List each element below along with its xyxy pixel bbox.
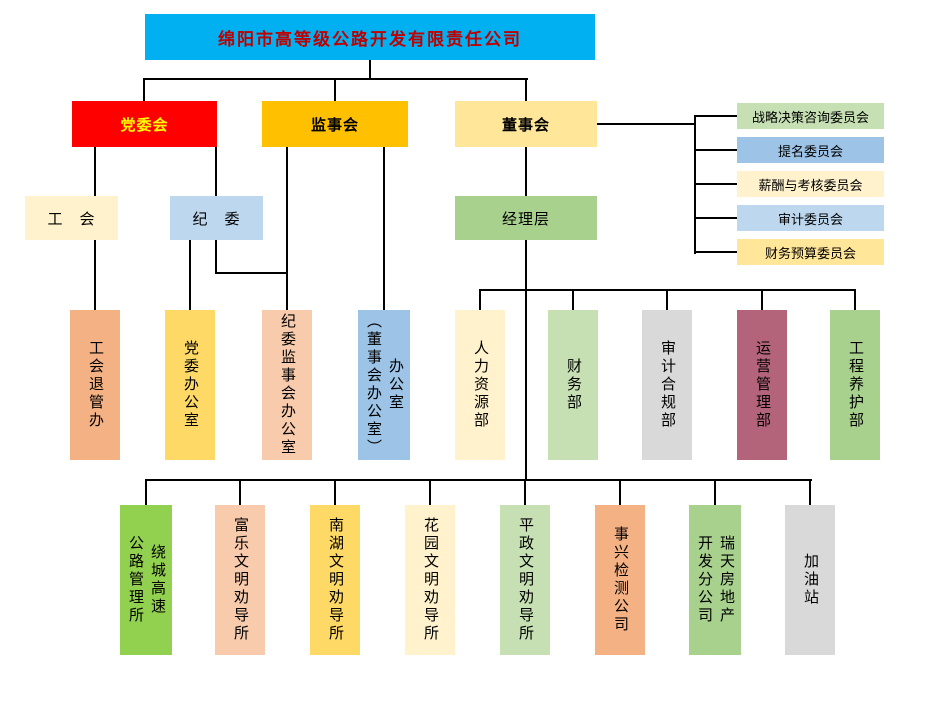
node-label: 加油站 — [802, 553, 819, 607]
connector — [694, 115, 737, 117]
connector — [761, 289, 763, 310]
node-label: 平政文明劝导所 — [517, 517, 534, 643]
connector — [854, 289, 856, 310]
connector — [694, 149, 737, 151]
connector — [94, 240, 96, 310]
node-label: 南湖文明劝导所 — [327, 517, 344, 643]
connector — [694, 251, 737, 253]
connector — [334, 479, 336, 505]
node-ring-expressway-office: 绕城高速 公路管理所 — [120, 505, 172, 655]
connector — [525, 147, 527, 196]
node-label: 花园文明劝导所 — [422, 517, 439, 643]
connector — [597, 123, 696, 125]
node-audit-compliance-department: 审计合规部 — [642, 310, 692, 460]
connector — [479, 289, 481, 310]
connector — [572, 289, 574, 310]
node-label: 工会退管办 — [87, 340, 104, 430]
node-budget-committee: 财务预算委员会 — [737, 239, 884, 265]
node-label: 纪委监事会办公室 — [279, 313, 296, 457]
connector — [694, 217, 737, 219]
node-label: 财务部 — [565, 358, 582, 412]
node-union-retiree-office: 工会退管办 — [70, 310, 120, 460]
connector — [429, 479, 431, 505]
node-label: 瑞天房地产 开发分公司 — [696, 535, 735, 625]
node-label: 运营管理部 — [754, 340, 771, 430]
node-party-committee: 党委会 — [72, 101, 217, 147]
connector — [94, 147, 96, 196]
node-gas-station: 加油站 — [785, 505, 835, 655]
node-engineering-maintenance-department: 工程养护部 — [830, 310, 880, 460]
connector — [383, 147, 385, 310]
connector — [143, 78, 145, 102]
node-discipline-supervisory-office: 纪委监事会办公室 — [262, 310, 312, 460]
node-labor-union: 工 会 — [25, 196, 118, 240]
node-label: 审计合规部 — [659, 340, 676, 430]
node-pingzheng-station: 平政文明劝导所 — [500, 505, 550, 655]
connector — [666, 289, 668, 310]
connector — [239, 479, 241, 505]
connector — [215, 240, 217, 274]
node-supervisory-board: 监事会 — [262, 101, 408, 147]
connector — [619, 479, 621, 505]
node-huayuan-station: 花园文明劝导所 — [405, 505, 455, 655]
node-fule-station: 富乐文明劝导所 — [215, 505, 265, 655]
node-general-office: 办公室 （董事会办公室） — [358, 310, 410, 460]
node-label: 人力资源部 — [472, 340, 489, 430]
node-board-of-directors: 董事会 — [455, 101, 597, 147]
node-operations-department: 运营管理部 — [737, 310, 787, 460]
node-audit-committee: 审计委员会 — [737, 205, 884, 231]
node-nanhu-station: 南湖文明劝导所 — [310, 505, 360, 655]
node-party-office: 党委办公室 — [165, 310, 215, 460]
node-hr-department: 人力资源部 — [455, 310, 505, 460]
connector — [145, 479, 812, 481]
connector — [694, 183, 737, 185]
node-label: 事兴检测公司 — [612, 526, 629, 634]
connector — [215, 272, 288, 274]
node-label: 富乐文明劝导所 — [232, 517, 249, 643]
connector — [189, 240, 191, 310]
node-ruitian-realestate-branch: 瑞天房地产 开发分公司 — [689, 505, 741, 655]
node-shixing-testing-company: 事兴检测公司 — [595, 505, 645, 655]
node-label: 党委办公室 — [182, 340, 199, 430]
connector — [215, 147, 217, 196]
connector — [524, 479, 526, 505]
connector — [809, 479, 811, 505]
connector — [525, 240, 527, 481]
node-discipline-committee: 纪 委 — [170, 196, 263, 240]
node-finance-department: 财务部 — [548, 310, 598, 460]
connector — [286, 147, 288, 310]
connector — [369, 60, 371, 80]
company-title: 绵阳市高等级公路开发有限责任公司 — [145, 14, 595, 60]
node-strategy-advisory-committee: 战略决策咨询委员会 — [737, 103, 884, 129]
node-label: 办公室 （董事会办公室） — [365, 313, 404, 457]
node-label: 工程养护部 — [847, 340, 864, 430]
node-label: 绕城高速 公路管理所 — [127, 535, 166, 625]
node-nomination-committee: 提名委员会 — [737, 137, 884, 163]
connector — [714, 479, 716, 505]
connector — [145, 479, 147, 505]
connector — [525, 78, 527, 102]
node-management-layer: 经理层 — [455, 196, 597, 240]
node-remuneration-committee: 薪酬与考核委员会 — [737, 171, 884, 197]
connector — [334, 78, 336, 102]
